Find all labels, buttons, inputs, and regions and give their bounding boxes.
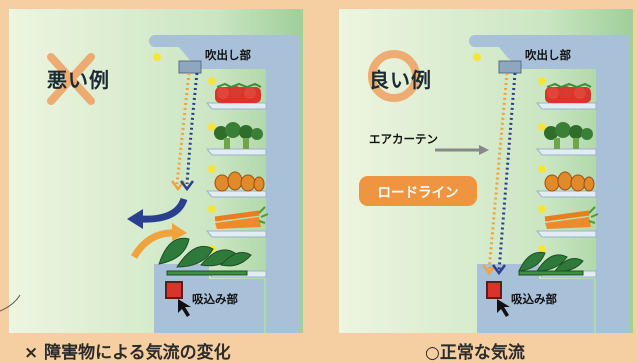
leader-line — [0, 294, 21, 312]
bad-example-title: 悪い例 — [47, 68, 110, 92]
bad-example-caption: × 障害物による気流の変化 — [24, 343, 231, 363]
good-example-title: 良い例 — [369, 68, 432, 92]
good-example-illustration — [339, 9, 633, 333]
good-example-panel: 良い例 吹出し部 エアカーテン ロードライン 吸込み部 — [339, 9, 633, 333]
outlet-label: 吹出し部 — [205, 48, 251, 62]
inlet-label: 吸込み部 — [511, 292, 557, 306]
bad-example-panel: 悪い例 吹出し部 吸込み部 — [9, 9, 303, 333]
inlet-label: 吸込み部 — [192, 292, 238, 306]
air-curtain-label: エアカーテン — [369, 132, 438, 146]
outlet-label: 吹出し部 — [525, 48, 571, 62]
bad-example-illustration — [9, 9, 303, 333]
good-example-caption: ○正常な気流 — [425, 343, 525, 363]
load-line-badge: ロードライン — [359, 176, 477, 206]
